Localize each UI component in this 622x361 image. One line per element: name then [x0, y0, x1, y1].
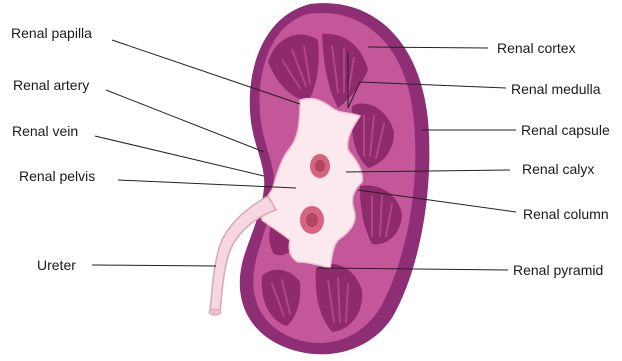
label-renal-artery: Renal artery [13, 77, 89, 93]
leader-ureter [92, 265, 216, 266]
label-renal-pelvis: Renal pelvis [19, 168, 95, 184]
label-renal-cortex: Renal cortex [497, 40, 576, 56]
label-renal-vein: Renal vein [12, 123, 78, 139]
label-renal-papilla: Renal papilla [11, 25, 92, 41]
label-renal-medulla: Renal medulla [511, 81, 601, 97]
label-renal-pyramid: Renal pyramid [513, 262, 603, 278]
label-ureter: Ureter [37, 257, 76, 273]
leader-renal-artery [106, 90, 264, 152]
label-renal-calyx: Renal calyx [522, 161, 594, 177]
label-renal-column: Renal column [523, 206, 609, 222]
label-renal-capsule: Renal capsule [521, 122, 610, 138]
ureter-opening [209, 309, 221, 315]
